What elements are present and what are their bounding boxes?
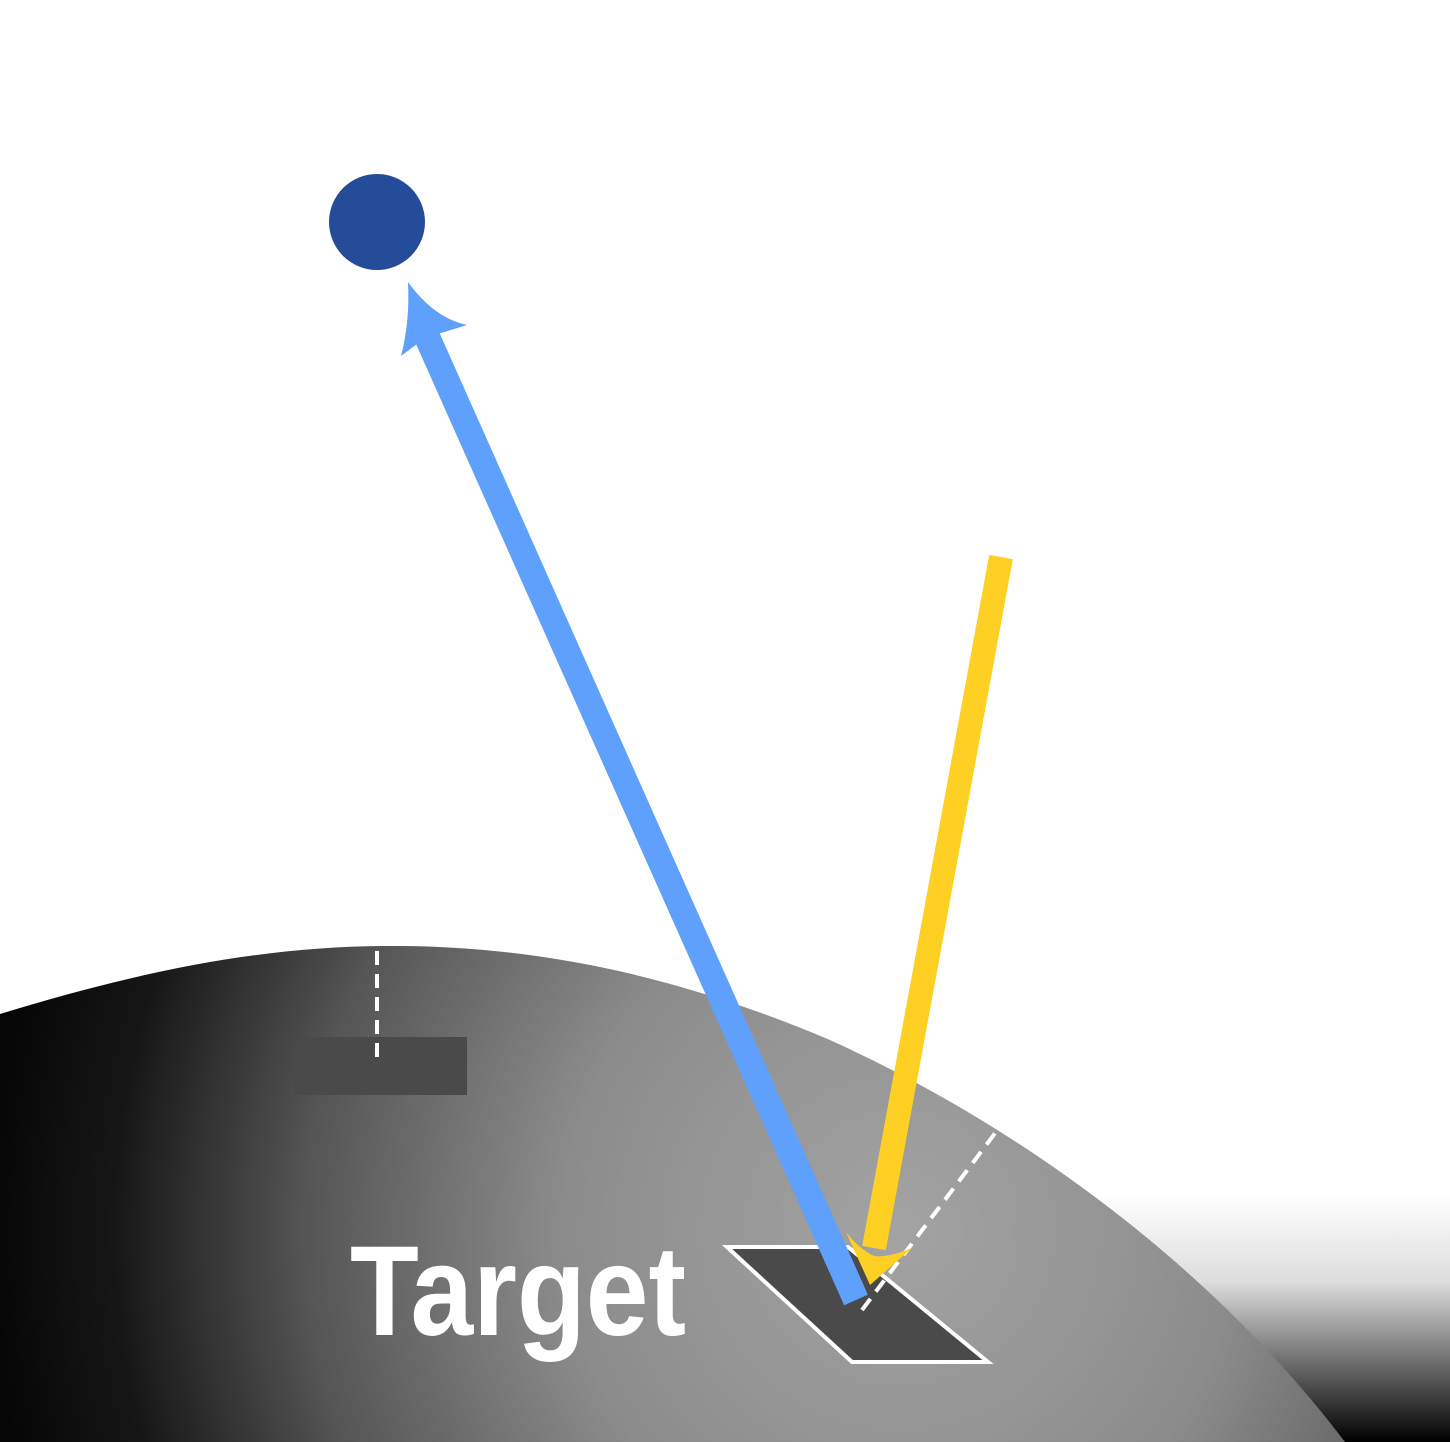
incoming-arrow-head <box>846 1232 912 1285</box>
surface-patch <box>294 1037 467 1095</box>
source-dot <box>329 174 425 270</box>
target-normal-dashed <box>860 1118 1007 1312</box>
target-label: Target <box>350 1220 686 1363</box>
target-patch <box>721 1245 994 1364</box>
outgoing-arrow-head <box>401 282 467 356</box>
incoming-arrow-shaft <box>862 554 1013 1251</box>
curved-surface <box>0 945 1345 1442</box>
outgoing-arrow-shaft <box>412 324 868 1306</box>
